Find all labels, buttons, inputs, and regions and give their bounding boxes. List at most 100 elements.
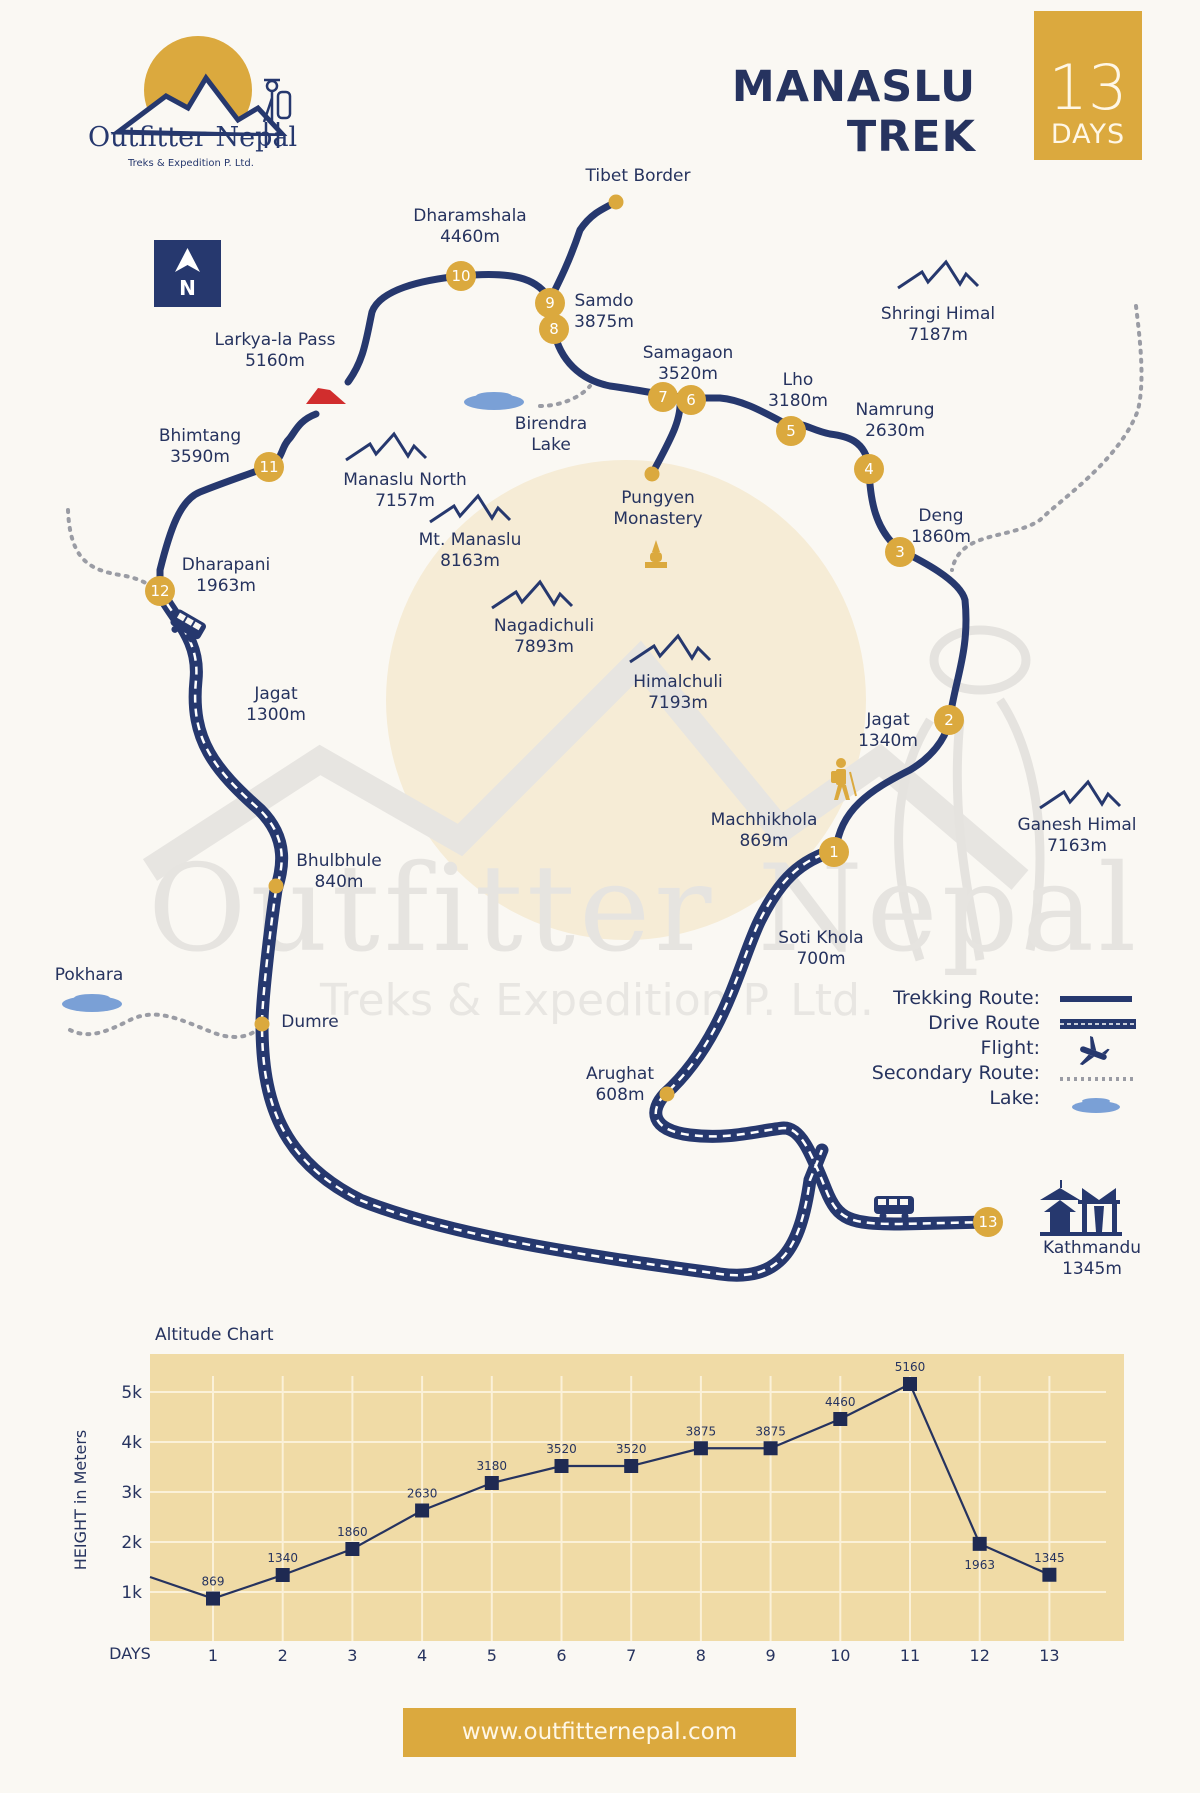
legend-flight: Flight: [980, 1037, 1040, 1059]
data-point-label: 1860 [337, 1525, 368, 1539]
logo-tagline: Treks & Expedition P. Ltd. [128, 158, 254, 169]
x-tick: 7 [626, 1646, 636, 1665]
data-point-marker [484, 1476, 499, 1490]
data-point-label: 3520 [616, 1442, 647, 1456]
y-tick: 2k [121, 1533, 142, 1553]
mountain-icon [345, 431, 428, 462]
day-stop-1[interactable]: 1 [819, 837, 849, 867]
map-legend: Trekking Route: Drive Route Flight: Seco… [872, 986, 1040, 1111]
lake-icon [1072, 1101, 1120, 1113]
label-dumre: Dumre [281, 1012, 339, 1032]
day-stop-4[interactable]: 4 [854, 454, 884, 484]
tibet-border-marker [608, 194, 624, 210]
day-stop-9[interactable]: 9 [535, 288, 565, 318]
x-tick: 3 [347, 1646, 357, 1665]
chart-title: Altitude Chart [155, 1325, 274, 1345]
bus-icon [874, 1196, 914, 1220]
x-tick: 11 [900, 1646, 920, 1665]
x-tick: 6 [556, 1646, 566, 1665]
day-stop-7[interactable]: 7 [648, 382, 678, 412]
x-tick: 12 [970, 1646, 990, 1665]
peak-icons [345, 259, 1122, 810]
monastery-marker [644, 466, 660, 482]
watermark-text: Outfitter Nepal [148, 840, 1141, 979]
data-point-marker [624, 1459, 639, 1473]
data-point-label: 3180 [477, 1459, 508, 1473]
day-stop-13[interactable]: 13 [973, 1207, 1003, 1237]
solid-line-icon [1060, 996, 1132, 1002]
day-stop-10[interactable]: 10 [446, 261, 476, 291]
legend-drive-route: Drive Route [928, 1012, 1040, 1034]
compass: N [154, 240, 221, 307]
day-stop-6[interactable]: 6 [676, 385, 706, 415]
day-stop-11[interactable]: 11 [254, 452, 284, 482]
day-stop-8[interactable]: 8 [539, 314, 569, 344]
data-point-marker [415, 1503, 430, 1518]
data-point-marker [275, 1568, 290, 1582]
map-background [142, 460, 1045, 962]
mountain-icon [429, 493, 512, 524]
mountain-icon [629, 633, 712, 664]
airplane-icon [1079, 1035, 1110, 1066]
day-stop-3[interactable]: 3 [885, 537, 915, 567]
title-line1: MANASLU [731, 62, 976, 112]
data-point-marker [903, 1377, 917, 1391]
title-line2: TREK [846, 112, 976, 162]
data-point-marker [554, 1459, 569, 1473]
compass-label: N [179, 276, 196, 300]
label-tibet-border: Tibet Border [585, 166, 691, 186]
data-point-label: 1345 [1034, 1551, 1065, 1565]
day-stop-12[interactable]: 12 [145, 576, 175, 606]
x-tick: 4 [417, 1646, 427, 1665]
logo-sun-mountain-icon [88, 36, 308, 156]
mountain-icon [491, 579, 574, 610]
north-arrow-icon [175, 248, 200, 272]
legend-trekking-route: Trekking Route: [893, 987, 1040, 1009]
data-point-label: 1340 [267, 1551, 298, 1565]
day-stop-2[interactable]: 2 [934, 705, 964, 735]
x-tick: 13 [1039, 1646, 1059, 1665]
pass-mountain-icon [306, 388, 346, 404]
dumre-marker [254, 1016, 270, 1032]
x-tick: 1 [208, 1646, 218, 1665]
data-point-marker [833, 1412, 848, 1426]
day-stop-5[interactable]: 5 [776, 416, 806, 446]
data-point-label: 1963 [964, 1558, 995, 1572]
legend-secondary-route: Secondary Route: [871, 1062, 1040, 1084]
website-link[interactable]: www.outfitternepal.com [403, 1708, 796, 1757]
kathmandu-temple-icon [1040, 1180, 1122, 1236]
y-tick: 5k [121, 1383, 142, 1403]
arughat-marker [659, 1086, 675, 1102]
data-point-label: 3520 [546, 1442, 577, 1456]
data-point-label: 869 [202, 1575, 225, 1589]
data-point-label: 5160 [895, 1360, 926, 1374]
watermark-hiker-icon [894, 625, 1045, 962]
x-tick: 8 [696, 1646, 706, 1665]
y-tick: 1k [121, 1583, 142, 1603]
data-point-marker [206, 1591, 220, 1606]
mountain-icon [1039, 779, 1122, 810]
x-tick: 10 [830, 1646, 850, 1665]
mountain-icon [897, 259, 980, 290]
data-point-label: 3875 [755, 1424, 786, 1438]
data-point-label: 3875 [686, 1424, 717, 1438]
duration-badge: 13 DAYS [1034, 11, 1142, 160]
bus-icon [170, 609, 206, 643]
